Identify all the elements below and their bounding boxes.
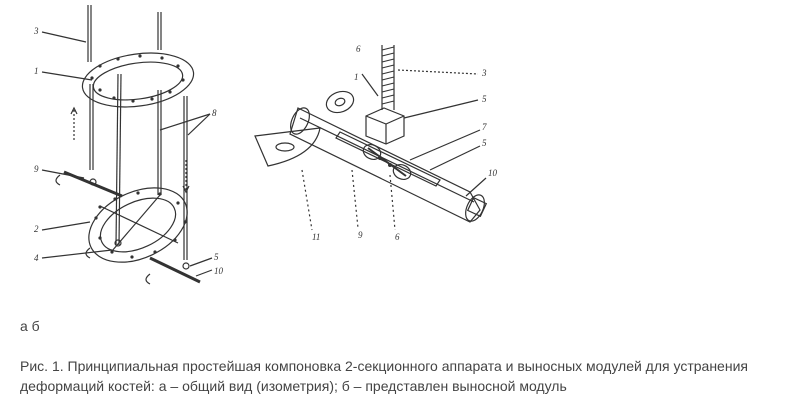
label-right-11: 11 <box>312 232 320 242</box>
subfigure-labels: а б <box>20 318 40 334</box>
caption-line-1: Рис. 1. Принципиальная простейшая компон… <box>20 358 748 374</box>
label-left-9: 9 <box>34 164 39 174</box>
label-left-8: 8 <box>212 108 217 118</box>
nut-block <box>365 107 405 145</box>
bone-plate <box>254 127 321 167</box>
label-right-5b: 5 <box>482 138 487 148</box>
label-left-4: 4 <box>34 253 39 263</box>
rod-connector-center <box>115 73 119 246</box>
label-right-6-bottom: 6 <box>395 232 400 242</box>
label-right-7: 7 <box>482 122 487 132</box>
label-right-3: 3 <box>481 68 487 78</box>
label-right-9: 9 <box>358 230 363 240</box>
apparatus-drawing: 3 1 8 9 2 4 5 10 6 1 3 5 7 5 10 11 9 6 <box>33 5 498 285</box>
label-right-5: 5 <box>482 94 487 104</box>
label-left-1: 1 <box>34 66 39 76</box>
label-left-2: 2 <box>34 224 39 234</box>
label-right-6-top: 6 <box>356 44 361 54</box>
label-left-3: 3 <box>33 26 39 36</box>
figure-illustration: 3 1 8 9 2 4 5 10 6 1 3 5 7 5 10 11 9 6 <box>33 5 498 285</box>
label-left-10: 10 <box>214 266 224 276</box>
pin-lower <box>149 256 201 284</box>
label-left-5: 5 <box>214 252 219 262</box>
lower-ring <box>88 187 188 263</box>
figure-caption: Рис. 1. Принципиальная простейшая компон… <box>20 356 800 396</box>
label-right-10: 10 <box>488 168 498 178</box>
guide-rod <box>289 107 481 223</box>
upper-ring <box>81 52 195 108</box>
caption-line-2: деформаций костей: а – общий вид (изомет… <box>20 378 567 394</box>
label-right-1: 1 <box>354 72 359 82</box>
